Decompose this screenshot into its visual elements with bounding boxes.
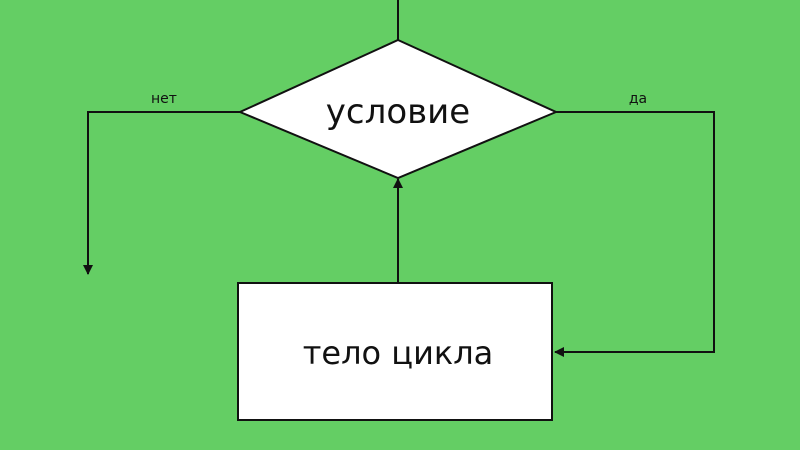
- loop-body-box: [237, 282, 553, 421]
- condition-label: условие: [326, 92, 470, 132]
- no-label: нет: [151, 91, 177, 107]
- yes-branch-arrow: [554, 111, 715, 357]
- no-branch-arrow: [83, 111, 240, 275]
- yes-label: да: [629, 91, 647, 107]
- body-label: тело цикла: [303, 334, 494, 372]
